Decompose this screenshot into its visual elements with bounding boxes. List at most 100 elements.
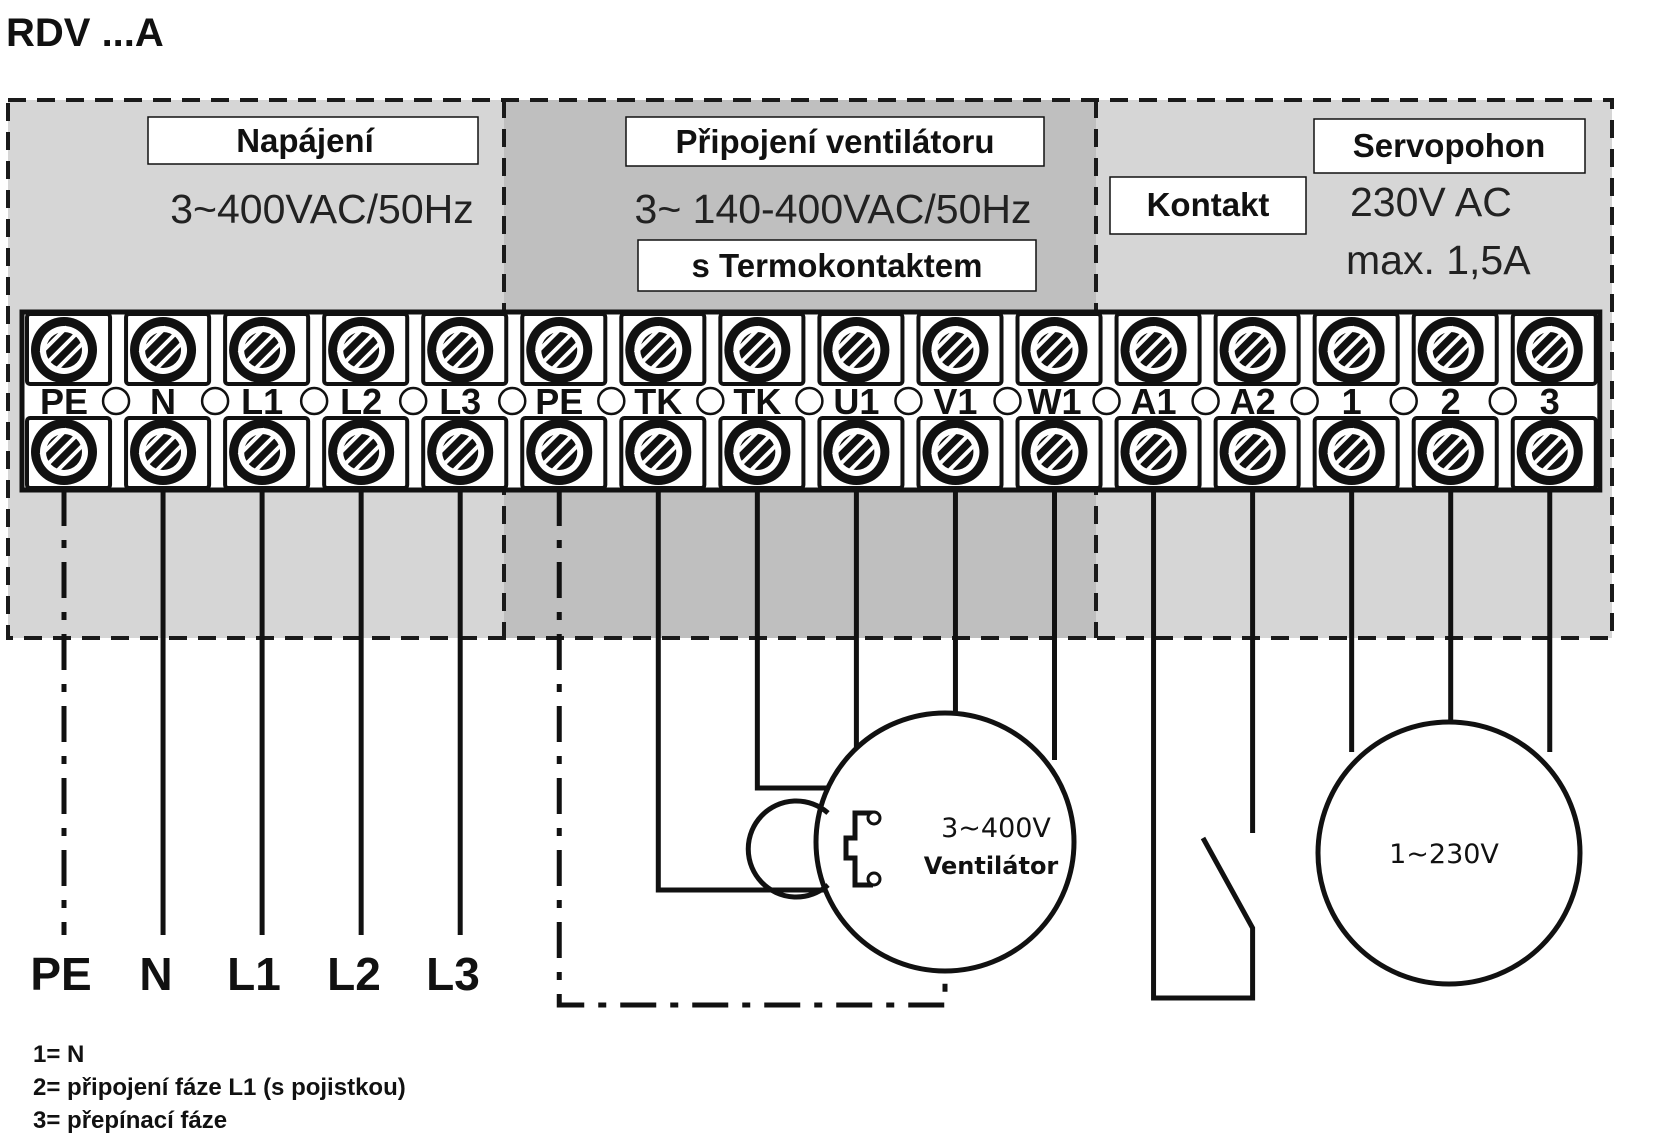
terminal-label: 2 <box>1441 381 1461 422</box>
wire-label-l2: L2 <box>327 948 381 1000</box>
fan-motor-circle <box>813 710 1077 974</box>
label-box-kontakt <box>1109 176 1307 235</box>
label-ventilator: Připojení ventilátoru <box>675 123 994 160</box>
separator-dot <box>398 386 428 416</box>
screw-icon <box>625 419 692 485</box>
terminal-label: TK <box>733 381 781 422</box>
terminal-8: TK <box>718 312 806 490</box>
terminal-3: L1 <box>223 312 311 490</box>
terminal-label: V1 <box>933 381 977 422</box>
screw-icon <box>1219 317 1286 383</box>
terminal-7: TK <box>619 312 707 490</box>
separator-dot <box>1290 386 1319 416</box>
note-3: 3= přepínací fáze <box>33 1107 227 1134</box>
screw-icon <box>823 419 890 485</box>
separator-dot <box>1488 386 1517 416</box>
screw-icon <box>1120 317 1187 383</box>
screw-icon <box>625 317 692 383</box>
screw-icon <box>31 317 97 383</box>
terminal-label: L1 <box>241 381 283 422</box>
screw-icon <box>1219 419 1286 485</box>
terminal-label: A2 <box>1230 381 1276 422</box>
terminal-label: L3 <box>439 381 481 422</box>
screw-icon <box>130 419 197 485</box>
separator-dot <box>200 386 230 416</box>
terminal-label: 3 <box>1540 381 1560 422</box>
panel-outline <box>6 98 1614 640</box>
terminal-14: 1 <box>1312 312 1400 490</box>
terminal-label: N <box>150 381 176 422</box>
screw-icon <box>130 317 197 383</box>
screw-icon <box>1318 317 1385 383</box>
separator-dot <box>101 386 131 416</box>
terminal-13: A2 <box>1213 312 1301 490</box>
separator-dot <box>993 386 1022 416</box>
label-napajeni: Napájení <box>236 122 375 159</box>
separator-dot <box>498 386 527 416</box>
screw-icon <box>229 317 296 383</box>
screw-icon <box>427 317 494 383</box>
terminal-label: PE <box>535 381 583 422</box>
wiring <box>61 490 1553 1008</box>
terminal-label: PE <box>40 381 88 422</box>
screw-icon <box>724 419 791 485</box>
terminal-11: W1 <box>1015 312 1103 490</box>
screw-icon <box>1318 419 1385 485</box>
separator-dot <box>597 386 626 416</box>
terminal-label: U1 <box>833 381 879 422</box>
servo-motor-circle <box>1315 719 1583 987</box>
note-1: 1= N <box>33 1041 84 1068</box>
wire-label-l1: L1 <box>227 948 281 1000</box>
spec-ventilator: 3~ 140-400VAC/50Hz <box>635 186 1032 232</box>
label-kontakt: Kontakt <box>1147 186 1270 223</box>
separator-dot <box>299 386 329 416</box>
separator-dot <box>1191 386 1220 416</box>
spec-servopohon-voltage: 230V AC <box>1350 179 1512 225</box>
switch-contact <box>1151 490 1256 1001</box>
terminal-2: N <box>124 312 212 490</box>
terminal-10: V1 <box>916 312 1004 490</box>
wire-label-l3: L3 <box>426 948 480 1000</box>
terminal-label: 1 <box>1342 381 1362 422</box>
fan-motor-rating: 3~400V <box>941 813 1051 844</box>
wire-label-pe: PE <box>30 948 91 1000</box>
label-box-servopohon <box>1313 118 1586 174</box>
wire-label-n: N <box>139 948 172 1000</box>
screw-icon <box>229 419 296 485</box>
screw-icon <box>1417 419 1484 485</box>
terminal-5: L3 <box>421 312 509 490</box>
label-box-termokontakt <box>637 239 1037 292</box>
screw-icon <box>1516 419 1583 485</box>
diagram-title: RDV ...A <box>6 11 164 55</box>
screw-icon <box>724 317 791 383</box>
screw-icon <box>922 419 989 485</box>
terminal-label: A1 <box>1131 381 1177 422</box>
screw-icon <box>427 419 494 485</box>
spec-napajeni: 3~400VAC/50Hz <box>170 186 474 232</box>
screw-icon <box>922 317 989 383</box>
screw-icon <box>31 419 97 485</box>
terminal-15: 2 <box>1411 312 1499 490</box>
screw-icon <box>328 317 395 383</box>
terminal-9: U1 <box>817 312 905 490</box>
terminal-16: 3 <box>1510 312 1598 490</box>
label-servopohon: Servopohon <box>1353 127 1546 164</box>
screw-icon <box>1021 317 1088 383</box>
label-box-napajeni <box>147 116 479 165</box>
servo-motor-rating: 1~230V <box>1389 839 1499 870</box>
screw-icon <box>1417 317 1484 383</box>
separator-dot <box>1389 386 1418 416</box>
spec-servopohon-current: max. 1,5A <box>1346 237 1531 283</box>
thermocontact-icon <box>745 798 882 900</box>
terminal-block: PE N L1 L2 L3 PE TK TK U1 V1 W1 A1 A2 1 2 3 <box>19 309 1603 493</box>
screw-icon <box>1516 317 1583 383</box>
fan-motor-name: Ventilátor <box>924 852 1059 880</box>
terminal-label: L2 <box>340 381 382 422</box>
separator-dot <box>795 386 824 416</box>
terminal-12: A1 <box>1114 312 1202 490</box>
screw-icon <box>328 419 395 485</box>
label-termokontakt: s Termokontaktem <box>692 247 983 284</box>
separator-dot <box>894 386 923 416</box>
separator-dot <box>696 386 725 416</box>
